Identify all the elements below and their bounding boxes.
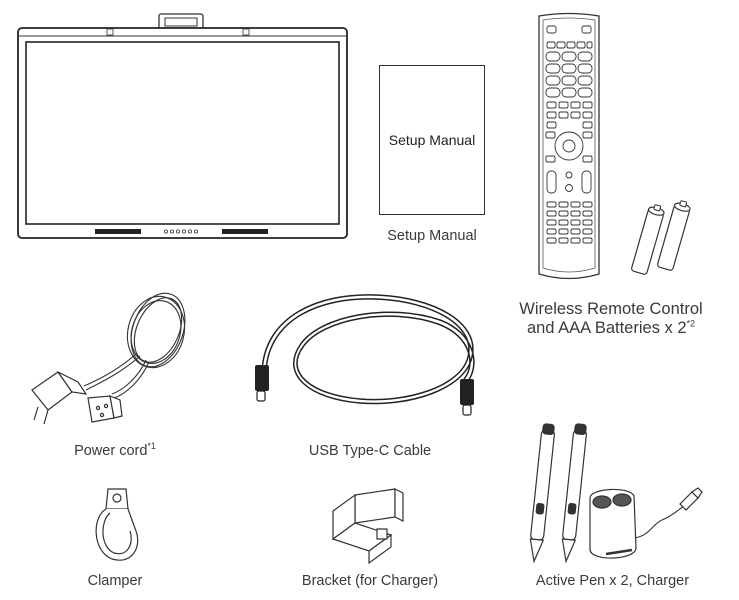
usb-c-cable-icon [255,294,475,416]
remote-label-line2-wrap: and AAA Batteries x 2*2 [500,319,722,338]
power-cord-icon [31,292,186,425]
pen-charger-icon [589,487,703,559]
bracket-label: Bracket (for Charger) [301,573,439,589]
setup-manual-cover-text: Setup Manual [388,132,476,148]
usb-cable-label: USB Type-C Cable [308,443,432,459]
remote-label-note: *2 [686,318,696,329]
aaa-battery-icon [631,200,691,275]
clamper-icon [95,488,139,561]
setup-manual-cover: Setup Manual [379,65,485,215]
remote-label-line2: and AAA Batteries x 2 [526,319,687,337]
clamper-label: Clamper [87,573,143,589]
setup-manual-label: Setup Manual [387,228,477,244]
bracket-icon [331,488,404,565]
remote-label-line1: Wireless Remote Control [519,300,703,318]
remote-batteries-label: Wireless Remote Control and AAA Batterie… [500,300,722,338]
remote-control-icon [538,12,600,280]
power-cord-label: Power cord*1 [40,441,190,459]
power-cord-text: Power cord [74,443,148,459]
pen-charger-label: Active Pen x 2, Charger [535,573,690,589]
display-icon [17,13,348,239]
power-cord-note: *1 [147,441,156,452]
active-pen-icon [529,423,587,564]
